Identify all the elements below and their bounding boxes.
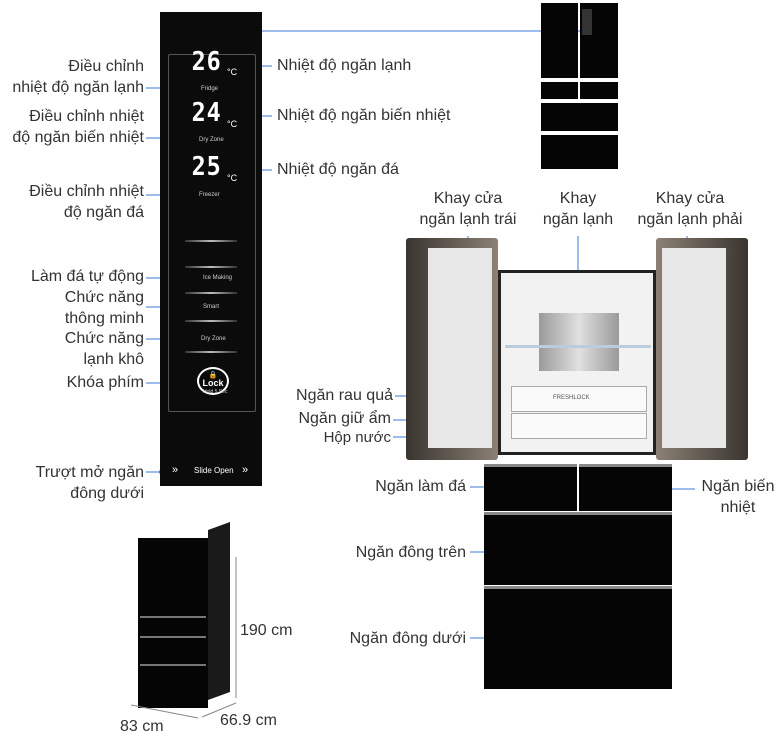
lock-hold-text: Hold 5 Sec	[203, 389, 228, 395]
control-panel	[160, 12, 262, 486]
fridge-temp-unit: °C	[227, 67, 238, 77]
adj-flex-line2: độ ngăn biến nhiệt	[12, 129, 144, 146]
slide-arrows-left-icon: »	[172, 464, 179, 476]
adj-freezer-line2: độ ngăn đá	[63, 204, 144, 221]
back-panel	[539, 313, 619, 371]
fridge-thumbnail	[541, 3, 618, 169]
moisture-label: Ngăn giữ ẩm	[298, 410, 391, 427]
flex-temp-display: 24	[191, 98, 222, 128]
thumb-drawer-2	[580, 82, 618, 99]
adj-flex-label: Điều chỉnh nhiệt độ ngăn biến nhiệt	[0, 106, 144, 148]
flex-temp-unit: °C	[227, 119, 238, 129]
dry-button-line	[185, 320, 237, 322]
slide-label: Trượt mở ngăn đông dưới	[0, 462, 144, 504]
dry-line1: Chức năng	[64, 330, 144, 347]
adj-fridge-line1: Điều chỉnh	[68, 58, 144, 75]
ice-button-line	[185, 266, 237, 268]
smart-button[interactable]: Smart	[203, 304, 220, 310]
thumb-left-door	[541, 3, 578, 78]
slide-line2: đông dưới	[70, 485, 144, 502]
vegetable-label: Ngăn rau quả	[296, 387, 393, 404]
ice-drawer[interactable]	[484, 464, 577, 511]
lower-freezer-label: Ngăn đông dưới	[349, 630, 466, 647]
shelf-1	[505, 345, 651, 348]
dim-drawer-line-1	[140, 616, 206, 618]
adj-freezer-line1: Điều chỉnh nhiệt	[29, 183, 144, 200]
freshlock-label: FRESHLOCK	[553, 395, 590, 401]
lock-icon: 🔒	[208, 372, 218, 379]
thumb-display	[582, 9, 592, 35]
smart-button-line	[185, 292, 237, 294]
lock-label: Khóa phím	[66, 374, 144, 391]
smart-label: Chức năng thông minh	[0, 287, 144, 329]
dim-drawer-line-2	[140, 636, 206, 638]
dry-line2: lạnh khô	[83, 351, 145, 368]
temp-fridge-label: Nhiệt độ ngăn lạnh	[277, 57, 412, 74]
fridge-button-label[interactable]: Fridge	[201, 86, 219, 92]
width-label: 83 cm	[120, 718, 164, 735]
crisper	[511, 386, 647, 412]
smart-line1: Chức năng	[64, 289, 144, 306]
dimension-fridge	[138, 521, 230, 708]
adj-flex-line1: Điều chỉnh nhiệt	[29, 108, 144, 125]
slide-line1: Trượt mở ngăn	[35, 464, 144, 481]
adj-fridge-line2: nhiệt độ ngăn lạnh	[12, 79, 144, 96]
left-door-inner	[428, 248, 492, 448]
smart-line2: thông minh	[64, 310, 144, 327]
slide-arrows-right-icon: »	[242, 464, 249, 476]
lower-freezer-drawer[interactable]	[484, 586, 672, 689]
left-door-tray-line1: Khay cửa	[433, 190, 503, 207]
height-label: 190 cm	[240, 622, 293, 639]
freezer-button-label[interactable]: Freezer	[199, 192, 220, 198]
left-door	[406, 238, 498, 460]
right-door-tray-line1: Khay cửa	[655, 190, 725, 207]
right-door-tray-label: Khay cửa ngăn lạnh phải	[630, 188, 750, 230]
dry-label: Chức năng lạnh khô	[0, 328, 144, 370]
ice-making-button[interactable]: Ice Making	[203, 275, 233, 281]
temp-flex-label: Nhiệt độ ngăn biến nhiệt	[277, 107, 451, 124]
water-box-label: Hộp nước	[323, 429, 391, 446]
shelf-label: Khay ngăn lạnh	[530, 188, 626, 230]
left-door-tray-line2: ngăn lạnh trái	[419, 211, 517, 228]
panel-divider	[185, 240, 237, 242]
right-door	[656, 238, 748, 460]
thumb-drawer-3	[541, 103, 618, 131]
shelf-line2: ngăn lạnh	[542, 211, 614, 228]
upper-freezer-drawer[interactable]	[484, 512, 672, 585]
auto-ice-label: Làm đá tự động	[30, 268, 144, 285]
flex-label: Ngăn biến nhiệt	[697, 476, 779, 518]
thumb-drawer-4	[541, 135, 618, 169]
dim-body	[138, 538, 208, 708]
ice-label: Ngăn làm đá	[375, 478, 466, 495]
right-door-tray-line2: ngăn lạnh phải	[637, 211, 743, 228]
dim-drawer-line-3	[140, 664, 206, 666]
dry-zone-button[interactable]: Dry Zone	[201, 336, 226, 342]
adj-fridge-label: Điều chỉnh nhiệt độ ngăn lạnh	[0, 56, 144, 98]
freezer-temp-display: 25	[191, 152, 222, 182]
slide-open-label: Slide Open	[194, 466, 234, 475]
upper-freezer-label: Ngăn đông trên	[355, 544, 466, 561]
panel-frame	[168, 54, 256, 412]
moist-drawer	[511, 413, 647, 439]
open-fridge: FRESHLOCK	[406, 238, 748, 698]
left-door-tray-label: Khay cửa ngăn lạnh trái	[410, 188, 526, 230]
fridge-temp-display: 26	[191, 47, 222, 77]
freezer-temp-unit: °C	[227, 173, 238, 183]
thumb-drawer-1	[541, 82, 578, 99]
flex-line1: Ngăn biến	[701, 478, 775, 495]
fridge-interior: FRESHLOCK	[498, 270, 656, 455]
right-door-inner	[662, 248, 726, 448]
shelf-line1: Khay	[559, 190, 597, 207]
flex-drawer[interactable]	[579, 464, 672, 511]
flex-button-label[interactable]: Dry Zone	[199, 137, 224, 143]
temp-freezer-label: Nhiệt độ ngăn đá	[277, 161, 399, 178]
lock-title: Lock	[202, 378, 224, 388]
lock-button[interactable]: 🔒 Lock	[197, 367, 229, 395]
depth-label: 66.9 cm	[220, 712, 277, 729]
flex-line2: nhiệt	[720, 499, 756, 516]
dry-button-line-2	[185, 351, 237, 353]
adj-freezer-label: Điều chỉnh nhiệt độ ngăn đá	[0, 181, 144, 223]
